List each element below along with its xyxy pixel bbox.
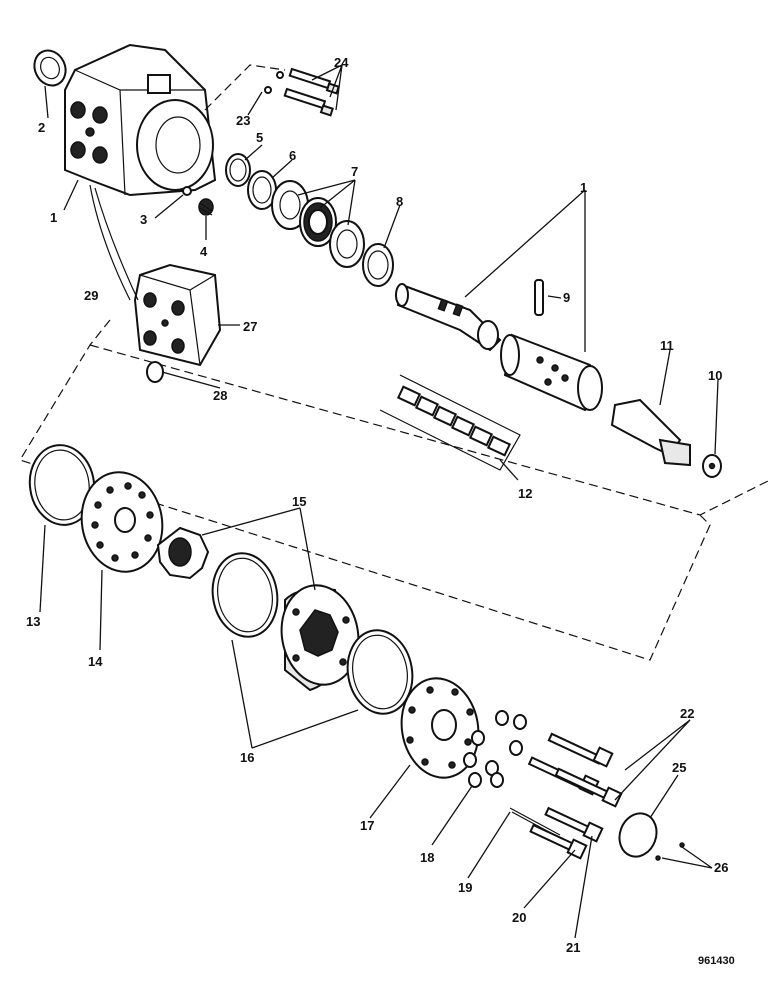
part-21-bolt bbox=[544, 806, 604, 843]
part-1-housing bbox=[64, 43, 217, 197]
callout-2: 2 bbox=[38, 120, 45, 135]
part-15-rotor bbox=[156, 526, 210, 580]
callout-3: 3 bbox=[140, 212, 147, 227]
callout-15: 15 bbox=[292, 494, 306, 509]
callout-1a: 1 bbox=[50, 210, 57, 225]
callout-22: 22 bbox=[680, 706, 694, 721]
part-8-seal bbox=[362, 243, 394, 287]
callout-19: 19 bbox=[458, 880, 472, 895]
part-1-sleeve bbox=[500, 333, 603, 412]
callout-26: 26 bbox=[714, 860, 728, 875]
callout-27: 27 bbox=[243, 319, 257, 334]
callout-11: 11 bbox=[660, 338, 674, 353]
callout-24: 24 bbox=[334, 55, 349, 70]
callout-10: 10 bbox=[708, 368, 722, 383]
part-16-gerotor bbox=[280, 584, 360, 692]
callout-9: 9 bbox=[563, 290, 570, 305]
part-24-pins bbox=[204, 64, 340, 117]
part-5-ring bbox=[225, 153, 251, 187]
part-6-washer bbox=[247, 170, 277, 210]
part-4-spring bbox=[198, 198, 214, 216]
part-26-screws bbox=[655, 842, 685, 861]
part-13-o-ring bbox=[28, 444, 96, 526]
part-22-bolts bbox=[527, 732, 623, 808]
part-12-springs bbox=[379, 374, 521, 471]
callout-13: 13 bbox=[26, 614, 40, 629]
leader-lines bbox=[39, 64, 719, 939]
callout-1b: 1 bbox=[580, 180, 587, 195]
callout-28: 28 bbox=[213, 388, 227, 403]
callout-7: 7 bbox=[351, 164, 358, 179]
part-16-ring-rear bbox=[346, 629, 414, 715]
part-1-spool bbox=[395, 283, 502, 352]
callout-8: 8 bbox=[396, 194, 403, 209]
callout-20: 20 bbox=[512, 910, 526, 925]
part-19-bolt bbox=[509, 807, 563, 840]
callout-17: 17 bbox=[360, 818, 374, 833]
part-7-thrust-bearing bbox=[271, 180, 365, 268]
callout-12: 12 bbox=[518, 486, 532, 501]
assembly-dashed-line bbox=[19, 319, 771, 661]
part-10-washer bbox=[702, 454, 722, 478]
callout-4: 4 bbox=[200, 244, 208, 259]
callout-14: 14 bbox=[88, 654, 103, 669]
part-17-end-plate bbox=[400, 677, 480, 779]
hose-link bbox=[89, 184, 139, 301]
drawing-reference-number: 961430 bbox=[698, 955, 735, 967]
callout-29: 29 bbox=[84, 288, 98, 303]
part-3-ball bbox=[182, 186, 192, 196]
callout-16: 16 bbox=[240, 750, 254, 765]
part-23-balls bbox=[264, 71, 284, 94]
callout-25: 25 bbox=[672, 760, 686, 775]
part-14-plate bbox=[80, 471, 164, 573]
callout-18: 18 bbox=[420, 850, 434, 865]
part-28-o-ring bbox=[146, 361, 164, 383]
part-18-washers bbox=[463, 710, 527, 788]
part-9-pin bbox=[534, 279, 544, 316]
callout-labels: 1 2 3 4 5 6 7 8 1 9 11 10 12 23 24 27 28… bbox=[26, 55, 728, 955]
part-11-drive-shaft bbox=[610, 398, 691, 467]
callout-21: 21 bbox=[566, 940, 580, 955]
part-16-ring-front bbox=[211, 552, 279, 638]
part-25-cover bbox=[618, 812, 658, 858]
part-27-block bbox=[133, 263, 222, 367]
part-2-seal bbox=[33, 49, 67, 87]
callout-5: 5 bbox=[256, 130, 263, 145]
callout-6: 6 bbox=[289, 148, 296, 163]
callout-23: 23 bbox=[236, 113, 250, 128]
